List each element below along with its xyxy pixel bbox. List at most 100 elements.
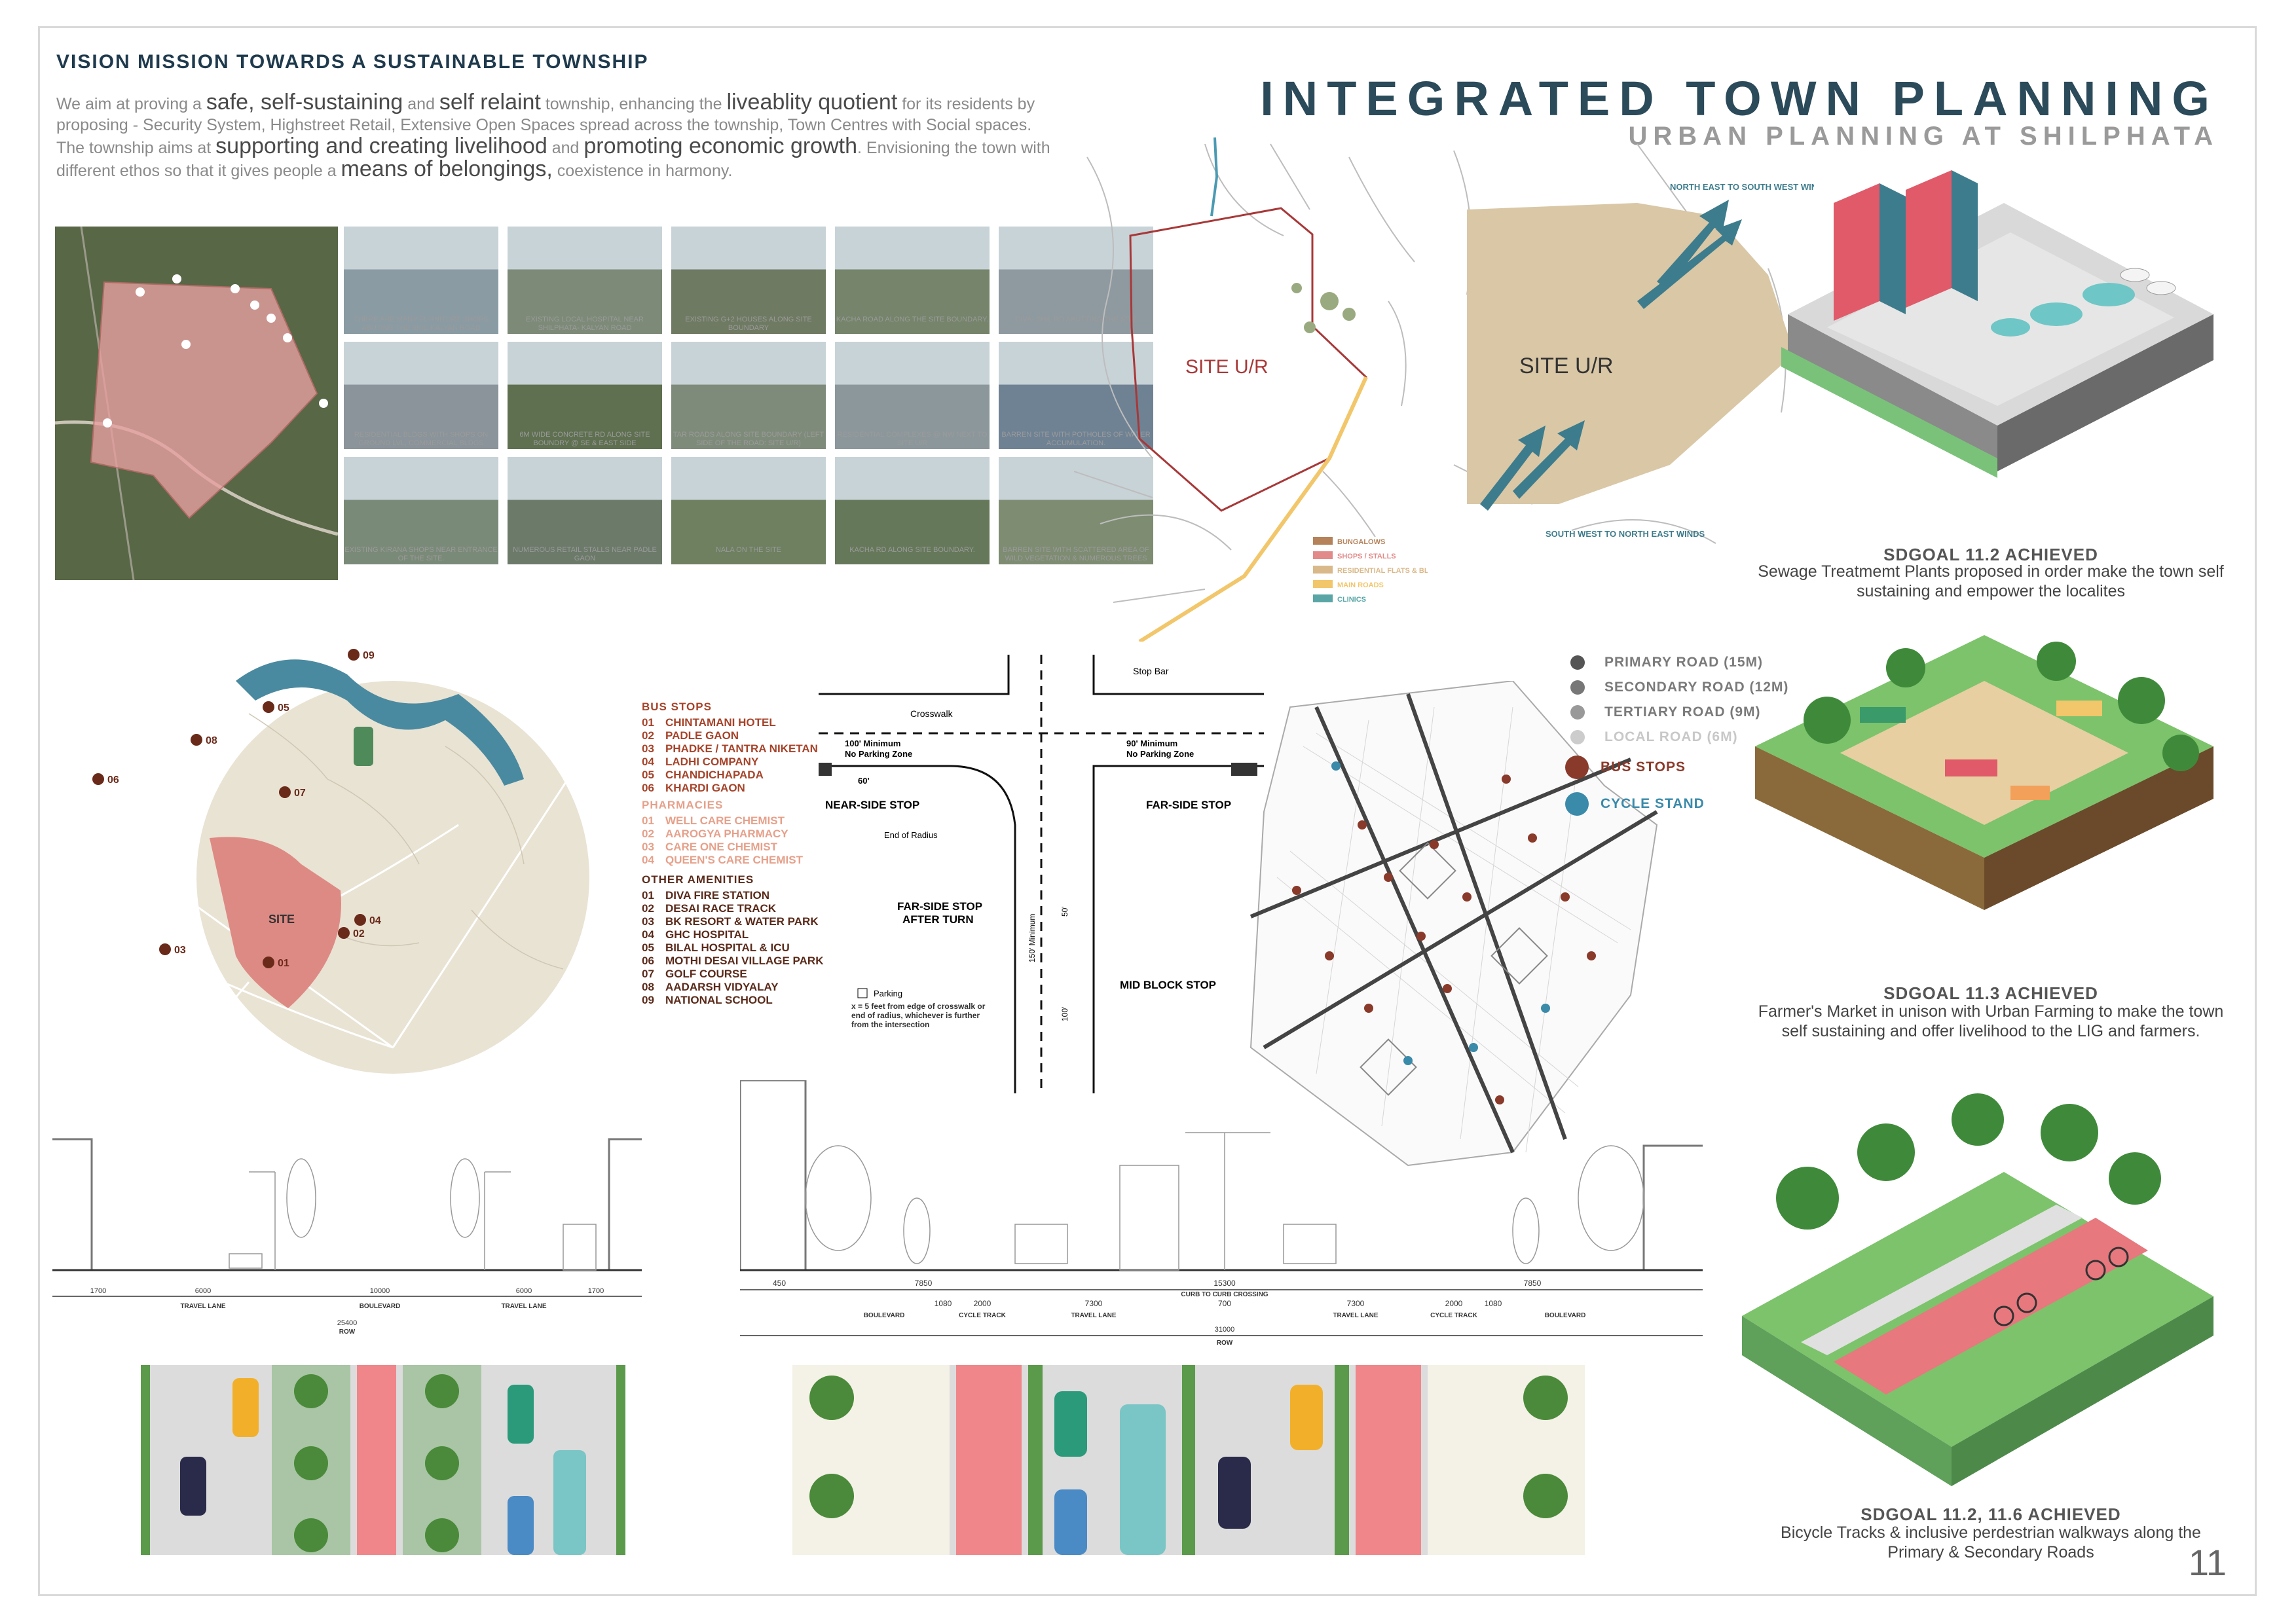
amenity-pin-icon[interactable]	[279, 786, 291, 798]
bus-stop-marker[interactable]	[1462, 892, 1472, 902]
legend-item: 04 GHC HOSPITAL	[642, 928, 823, 941]
sub-dimension-label: 1080	[935, 1299, 952, 1308]
cycle-stand-marker[interactable]	[1469, 1043, 1478, 1052]
dimension-label: 6000	[195, 1287, 211, 1295]
legend-item-label: LADHI COMPANY	[665, 756, 759, 768]
cycle-stand-marker[interactable]	[1331, 761, 1341, 771]
page-number: 11	[2188, 1542, 2227, 1583]
bus-stop-marker[interactable]	[1292, 886, 1301, 895]
bus-stop-marker[interactable]	[1364, 1004, 1373, 1013]
amenity-pin-icon[interactable]	[191, 734, 202, 746]
site-photo	[671, 227, 826, 334]
site-photo-caption: RESIDENTIAL COMPLEXES @ NW NEXT TO SITE …	[837, 431, 988, 447]
amenity-pin-icon[interactable]	[263, 701, 274, 713]
site-label-wind: SITE U/R	[1519, 354, 1614, 378]
legend-item-label: PADLE GAON	[665, 729, 739, 742]
lane-label: BOULEVARD	[360, 1303, 401, 1310]
row-label: ROW	[1217, 1340, 1233, 1347]
lane-label: TRAVEL LANE	[1333, 1312, 1378, 1319]
site-label-landuse: SITE U/R	[1185, 356, 1268, 378]
legend-item-number: 03	[642, 915, 654, 928]
dimension-label: 450	[773, 1279, 786, 1288]
legend-item-label: PHADKE / TANTRA NIKETAN	[665, 742, 818, 755]
site-photo	[835, 342, 990, 449]
bus-stop-marker[interactable]	[1443, 984, 1452, 993]
bus-stop-marker[interactable]	[1416, 932, 1426, 941]
sdgoal-2-text: Farmer's Market in unison with Urban Far…	[1758, 1002, 2224, 1040]
legend-item-number: 07	[642, 968, 654, 980]
amenity-pin-icon[interactable]	[338, 927, 350, 939]
site-photo-caption: EXISTING G+2 HOUSES ALONG SITE BOUNDARY	[685, 316, 812, 332]
bus-stop-marker[interactable]	[1587, 951, 1596, 960]
amenity-pin-icon[interactable]	[92, 773, 104, 785]
far-after-turn-label-1: FAR-SIDE STOP	[897, 900, 982, 913]
legend-item-number: 06	[642, 955, 654, 967]
legend-item-label: BK RESORT & WATER PARK	[665, 915, 819, 928]
road-legend-label: LOCAL ROAD (6M)	[1604, 729, 1738, 744]
legend-item-number: 05	[642, 769, 654, 781]
lane-label: TRAVEL LANE	[501, 1303, 546, 1310]
near-side-label: NEAR-SIDE STOP	[825, 799, 919, 811]
legend-item-label: AADARSH VIDYALAY	[665, 981, 779, 993]
bus-stops-legend-label: BUS STOPS	[1601, 759, 1686, 775]
bus-stop-marker[interactable]	[1358, 820, 1367, 830]
landuse-legend-swatch	[1313, 580, 1333, 588]
amenity-pin-icon[interactable]	[354, 914, 366, 926]
pharmacies-title: PHARMACIES	[642, 799, 724, 811]
road-legend-label: SECONDARY ROAD (12M)	[1604, 680, 1789, 695]
cycle-stand-legend-label: CYCLE STAND	[1601, 796, 1705, 811]
bus-stop-marker[interactable]	[1430, 840, 1439, 849]
amenity-pin-number: 04	[369, 915, 381, 926]
legend-item-number: 04	[642, 928, 654, 941]
bus-stop-marker[interactable]	[1561, 892, 1570, 902]
legend-item-number: 09	[642, 994, 654, 1006]
landuse-legend-label: RESIDENTIAL FLATS & BLDG	[1337, 567, 1428, 575]
road-legend-label: TERTIARY ROAD (9M)	[1604, 704, 1761, 720]
wind-sw-label: SOUTH WEST TO NORTH EAST WINDS	[1546, 529, 1705, 539]
legend-item-label: DESAI RACE TRACK	[665, 902, 777, 915]
amenity-pin-icon[interactable]	[348, 649, 360, 661]
landuse-legend-swatch	[1313, 551, 1333, 559]
bus-note: x = 5 feet from edge of crosswalk or end…	[851, 1002, 986, 1029]
cycle-stand-marker[interactable]	[1541, 1004, 1550, 1013]
amenity-pin-icon[interactable]	[159, 943, 171, 955]
lane-label: BOULEVARD	[864, 1312, 905, 1319]
site-photo	[671, 457, 826, 564]
bus-stop-marker[interactable]	[1325, 951, 1334, 960]
amenity-pin-icon[interactable]	[263, 957, 274, 968]
site-photo-caption: EXISTING LOCAL HOSPITAL NEAR SHILPHATA- …	[526, 316, 644, 332]
amenity-pin-number: 06	[107, 775, 119, 786]
cycle-stand-marker[interactable]	[1403, 1056, 1413, 1065]
row-label: ROW	[339, 1328, 356, 1336]
sub-dimension-label: 7300	[1347, 1299, 1365, 1308]
bus-stop-marker[interactable]	[1528, 833, 1537, 843]
bus-stop-marker[interactable]	[1495, 1095, 1504, 1104]
dimension-label: 15300	[1213, 1279, 1236, 1288]
dimension-label: 10000	[370, 1287, 390, 1295]
bus-stop-marker[interactable]	[1502, 775, 1511, 784]
sub-dimension-label: 1080	[1485, 1299, 1502, 1308]
sdgoal-3-text: Bicycle Tracks & inclusive perdestrian w…	[1781, 1523, 2201, 1561]
legend-item-label: GHC HOSPITAL	[665, 928, 749, 941]
bus-stop-marker[interactable]	[1384, 873, 1393, 882]
ft60-label: 60'	[858, 776, 870, 786]
site-photo	[835, 457, 990, 564]
landuse-legend-label: CLINICS	[1337, 596, 1366, 604]
landuse-legend-label: MAIN ROADS	[1337, 581, 1384, 589]
sdgoal-3-title: SDGOAL 11.2, 11.6 ACHIEVED	[1861, 1504, 2121, 1524]
far-after-turn-label-2: AFTER TURN	[902, 913, 974, 926]
